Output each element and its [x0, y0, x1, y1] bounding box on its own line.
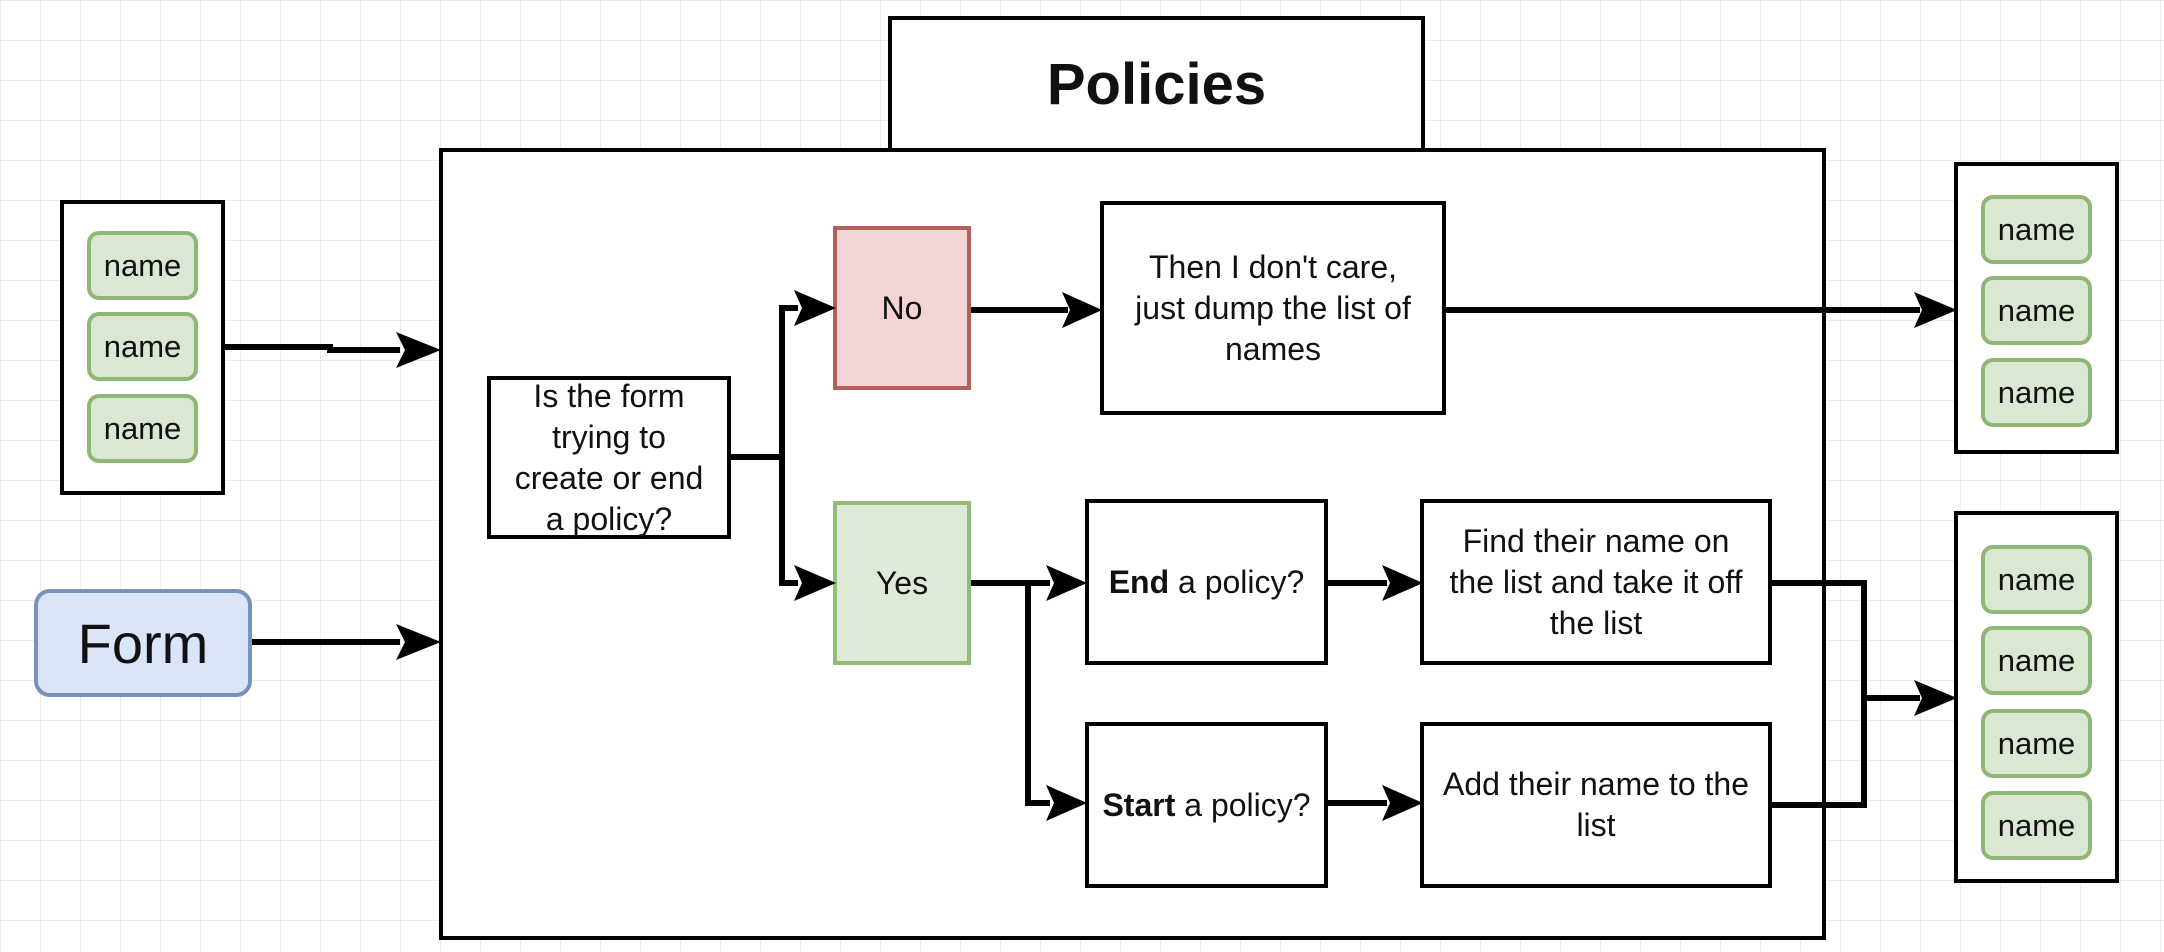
- end-policy-text: End a policy?: [1109, 562, 1305, 603]
- question-node: Is the form trying to create or end a po…: [487, 376, 731, 539]
- input-name-item: name: [87, 394, 198, 463]
- output-name-item: name: [1981, 626, 2092, 695]
- yes-label: Yes: [875, 564, 929, 601]
- end-policy-rest: a policy?: [1169, 563, 1305, 600]
- no-label: No: [881, 289, 923, 326]
- arrowhead: [1914, 292, 1957, 328]
- policies-title-box: Policies: [888, 16, 1425, 152]
- remove-name-node: Find their name on the list and take it …: [1420, 499, 1772, 665]
- start-policy-text: Start a policy?: [1102, 785, 1310, 826]
- arrowhead: [396, 332, 441, 368]
- start-policy-node: Start a policy?: [1085, 722, 1328, 888]
- dump-list-node: Then I don't care, just dump the list of…: [1100, 201, 1446, 415]
- arrowhead: [1914, 680, 1957, 716]
- output-name-item: name: [1981, 545, 2092, 614]
- arrow-input-to-policies: [225, 344, 400, 353]
- input-name-item: name: [87, 312, 198, 381]
- start-policy-bold: Start: [1102, 786, 1176, 823]
- form-node: Form: [34, 589, 252, 697]
- remove-name-text: Find their name on the list and take it …: [1449, 522, 1743, 641]
- yes-node: Yes: [833, 501, 971, 665]
- no-node: No: [833, 226, 971, 390]
- input-name-item: name: [87, 231, 198, 300]
- end-policy-node: End a policy?: [1085, 499, 1328, 665]
- end-policy-bold: End: [1108, 563, 1170, 600]
- diagram-title: Policies: [1046, 51, 1267, 117]
- question-text: Is the form trying to create or end a po…: [514, 377, 704, 537]
- output-name-item: name: [1981, 709, 2092, 778]
- dump-list-text: Then I don't care, just dump the list of…: [1135, 248, 1411, 367]
- output-name-item: name: [1981, 358, 2092, 427]
- start-policy-rest: a policy?: [1175, 786, 1311, 823]
- add-name-text: Add their name to the list: [1443, 766, 1749, 843]
- arrowhead: [396, 624, 441, 660]
- output-name-item: name: [1981, 276, 2092, 345]
- add-name-node: Add their name to the list: [1420, 722, 1772, 888]
- output-name-item: name: [1981, 195, 2092, 264]
- output-name-item: name: [1981, 791, 2092, 860]
